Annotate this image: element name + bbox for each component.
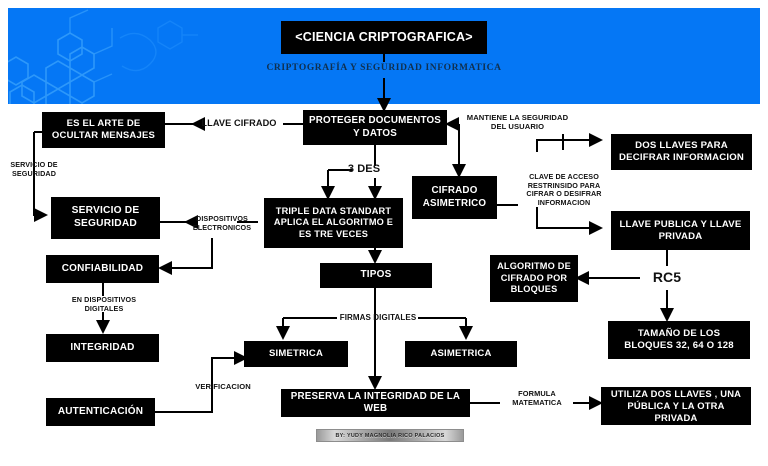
edge-clave-acceso-text: CLAVE DE ACCESO RESTRINSIDO PARA CIFRAR … [526,172,602,207]
node-proteger-documentos-y-datos[interactable]: PROTEGER DOCUMENTOS Y DATOS [303,110,447,145]
node-cifrado-asimetrico-label: CIFRADO ASIMETRICO [422,185,487,209]
node-llave-publica-label: LLAVE PUBLICA Y LLAVE PRIVADA [619,218,742,242]
edge-label-rc5: RC5 [642,269,692,286]
edge-verificacion-text: VERIFICACION [195,382,251,391]
node-dos-llaves-para-decifrar-informacion[interactable]: DOS LLAVES PARA DECIFRAR INFORMACION [611,134,752,170]
node-asimetrica[interactable]: ASIMETRICA [405,341,517,367]
node-ciencia-label: <CIENCIA CRIPTOGRAFICA> [295,29,473,44]
node-utiliza-label: UTILIZA DOS LLAVES , UNA PÚBLICA Y LA OT… [610,388,742,423]
edge-llave-cifrado-text: LLAVE CIFRADO [201,118,277,128]
edge-rc5-text: RC5 [652,269,682,285]
edge-label-firmas-digitales: FIRMAS DIGITALES [335,313,421,323]
node-triple-data-standart[interactable]: TRIPLE DATA STANDART APLICA EL ALGORITMO… [264,198,403,248]
edge-label-en-dispositivos-digitales: EN DISPOSITIVOS DIGITALES [66,295,142,313]
node-tipos[interactable]: TIPOS [320,263,432,288]
node-tamano-de-los-bloques[interactable]: TAMAÑO DE LOS BLOQUES 32, 64 O 128 [608,321,750,359]
node-cifrado-asimetrico[interactable]: CIFRADO ASIMETRICO [412,176,497,219]
node-tamano-bloques-label: TAMAÑO DE LOS BLOQUES 32, 64 O 128 [624,328,734,351]
edge-formula-text: FORMULA MATEMATICA [512,389,562,407]
node-llave-publica-y-llave-privada[interactable]: LLAVE PUBLICA Y LLAVE PRIVADA [611,211,750,250]
edge-label-3-des: 3 DES [340,163,388,176]
node-asimetrica-label: ASIMETRICA [430,348,492,360]
author-credit-text: BY: YUDY MAGNOLIA RICO PALACIOS [335,432,445,439]
node-integridad[interactable]: INTEGRIDAD [46,334,159,362]
edge-label-servicio-de-seguridad: SERVICIO DE SEGURIDAD [2,160,66,178]
edge-firmas-text: FIRMAS DIGITALES [339,313,417,322]
edge-label-formula-matematica: FORMULA MATEMATICA [501,389,573,408]
node-preserva-label: PRESERVA LA INTEGRIDAD DE LA WEB [290,390,461,414]
edge-en-dispositivos-text: EN DISPOSITIVOS DIGITALES [71,295,137,313]
node-tipos-label: TIPOS [360,269,392,281]
node-servicio-label: SERVICIO DE SEGURIDAD [71,205,140,229]
node-confiabilidad[interactable]: CONFIABILIDAD [46,255,159,283]
author-credit-bar: BY: YUDY MAGNOLIA RICO PALACIOS [316,429,464,442]
node-simetrica-label: SIMETRICA [268,348,324,360]
node-triple-label: TRIPLE DATA STANDART APLICA EL ALGORITMO… [273,205,394,239]
node-dos-llaves-label: DOS LLAVES PARA DECIFRAR INFORMACION [619,140,744,163]
node-confiabilidad-label: CONFIABILIDAD [61,262,144,274]
edge-label-mantiene-la-seguridad: MANTIENE LA SEGURIDAD DEL USUARIO [460,113,575,131]
edge-3des-text: 3 DES [347,163,381,175]
edge-servicio-seguridad-text: SERVICIO DE SEGURIDAD [10,160,58,178]
node-es-el-arte-de-ocultar-mensajes[interactable]: ES EL ARTE DE OCULTAR MENSAJES [42,112,165,148]
node-preserva-la-integridad-de-la-web[interactable]: PRESERVA LA INTEGRIDAD DE LA WEB [281,389,470,417]
node-ocultar-label: ES EL ARTE DE OCULTAR MENSAJES [51,118,156,141]
edge-label-llave-cifrado: LLAVE CIFRADO [193,118,285,129]
node-autenticacion-label: AUTENTICACIÓN [57,405,144,417]
node-simetrica[interactable]: SIMETRICA [244,341,348,367]
edge-label-verificacion: VERIFICACION [184,382,262,391]
edge-label-dispositivos-electronicos: DISPOSITIVOS ELECTRONICOS [184,214,260,232]
node-algoritmo-de-cifrado-por-bloques[interactable]: ALGORITMO DE CIFRADO POR BLOQUES [490,255,578,302]
edge-dispositivos-text: DISPOSITIVOS ELECTRONICOS [192,214,252,232]
node-proteger-label: PROTEGER DOCUMENTOS Y DATOS [308,115,442,139]
node-integridad-label: INTEGRIDAD [70,341,135,353]
edge-mantiene-text: MANTIENE LA SEGURIDAD DEL USUARIO [466,113,569,132]
node-algoritmo-bloques-label: ALGORITMO DE CIFRADO POR BLOQUES [497,261,571,295]
header-subtitle: CRIPTOGRAFÍA Y SEGURIDAD INFORMATICA [266,63,502,73]
hexagon-molecule-pattern-icon [8,8,308,104]
node-autenticacion[interactable]: AUTENTICACIÓN [46,398,155,426]
node-servicio-de-seguridad[interactable]: SERVICIO DE SEGURIDAD [51,197,160,239]
node-ciencia-criptografica[interactable]: <CIENCIA CRIPTOGRAFICA> [281,21,487,54]
node-utiliza-dos-llaves[interactable]: UTILIZA DOS LLAVES , UNA PÚBLICA Y LA OT… [601,387,751,425]
edge-label-clave-de-acceso: CLAVE DE ACCESO RESTRINSIDO PARA CIFRAR … [516,172,612,208]
